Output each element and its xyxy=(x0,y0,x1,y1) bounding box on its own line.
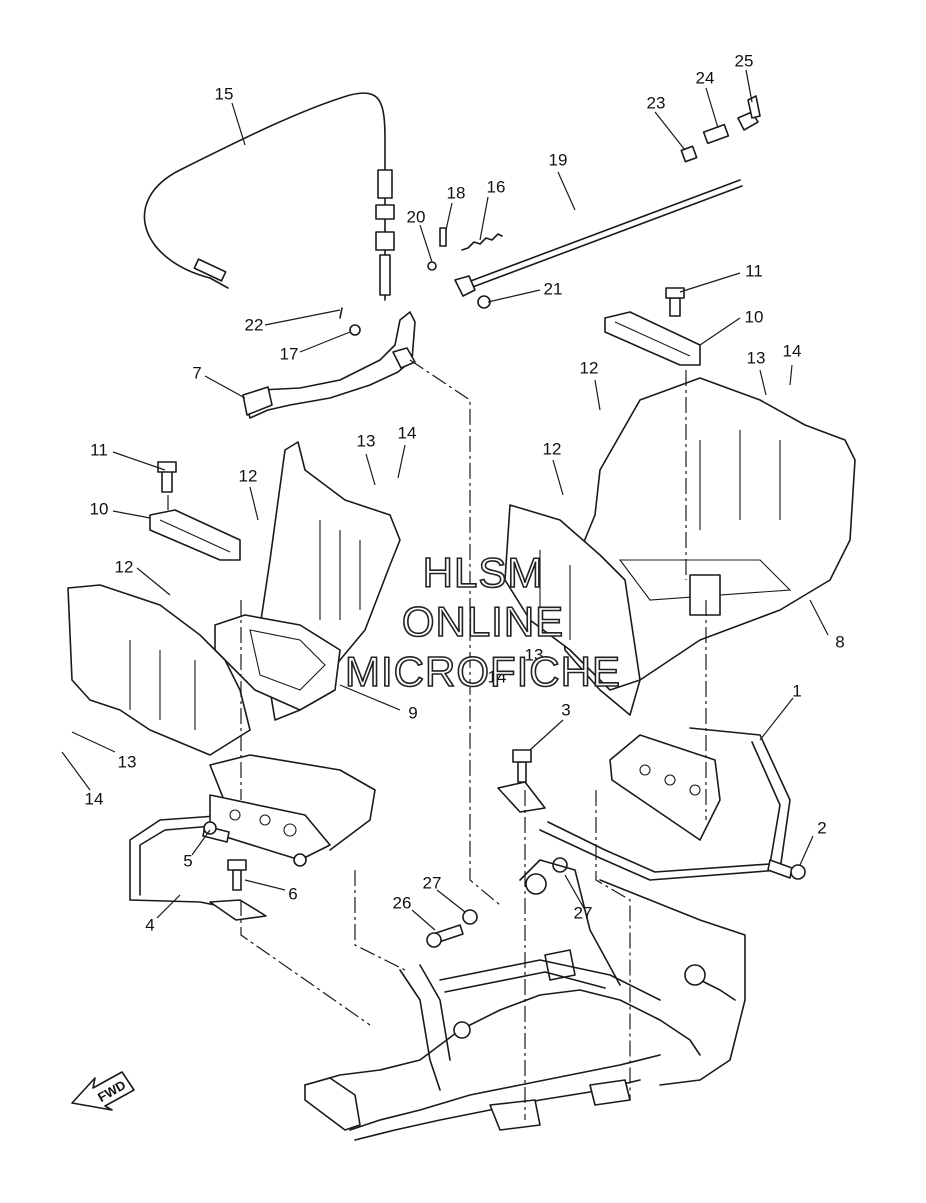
brake-rod[interactable] xyxy=(459,95,761,292)
callout-21: 21 xyxy=(544,279,563,298)
watermark-line-2: ONLINE xyxy=(402,598,564,645)
callout-11-left: 11 xyxy=(90,440,108,459)
callout-22: 22 xyxy=(245,315,264,334)
callout-14-left-bottom: 14 xyxy=(85,789,104,808)
callout-12-right-top: 12 xyxy=(580,358,599,377)
callout-4: 4 xyxy=(145,915,154,934)
callout-8: 8 xyxy=(835,632,844,651)
brake-cable[interactable] xyxy=(143,92,395,301)
callout-15: 15 xyxy=(215,84,234,103)
callout-10-right: 10 xyxy=(745,307,764,326)
callout-14-right-top: 14 xyxy=(783,341,802,360)
callout-23: 23 xyxy=(647,93,666,112)
callout-1: 1 xyxy=(792,681,801,700)
callout-25: 25 xyxy=(735,51,754,70)
left-footrest-guard[interactable] xyxy=(214,441,401,721)
callout-14-center: 14 xyxy=(488,667,507,686)
left-footpeg[interactable] xyxy=(149,461,241,561)
callout-10-left: 10 xyxy=(90,499,109,518)
callout-16: 16 xyxy=(487,177,506,196)
callout-12-left-top: 12 xyxy=(239,466,258,485)
callout-12-right-mid: 12 xyxy=(543,439,562,458)
frame[interactable] xyxy=(304,859,746,1141)
brake-pedal[interactable] xyxy=(242,311,416,419)
callout-3: 3 xyxy=(561,700,570,719)
assembly-lines xyxy=(167,359,707,1120)
callout-19: 19 xyxy=(549,150,568,169)
watermark-line-3: MICROFICHE xyxy=(345,648,621,695)
callout-13-center: 13 xyxy=(525,645,544,664)
callout-27-right: 27 xyxy=(574,903,593,922)
spring-and-pins[interactable] xyxy=(339,227,503,336)
left-side-panel[interactable] xyxy=(67,584,251,756)
callout-11-right: 11 xyxy=(745,261,763,280)
callout-13-right-top: 13 xyxy=(747,348,766,367)
callout-6: 6 xyxy=(288,884,297,903)
callout-7: 7 xyxy=(192,363,201,382)
leader-lines xyxy=(61,69,829,931)
callout-20: 20 xyxy=(407,207,426,226)
callout-9: 9 xyxy=(408,703,417,722)
right-footrest-guard[interactable] xyxy=(504,377,856,716)
callout-labels: 15 16 18 20 19 23 24 25 21 22 17 7 11 10… xyxy=(85,51,845,934)
left-bracket[interactable] xyxy=(129,754,376,921)
bolts[interactable] xyxy=(202,749,806,948)
callout-13-left-top: 13 xyxy=(357,431,376,450)
callout-5: 5 xyxy=(183,851,192,870)
callout-14-left-top: 14 xyxy=(398,423,417,442)
fwd-arrow-icon: FWD xyxy=(71,1071,135,1111)
callout-17: 17 xyxy=(280,344,299,363)
callout-24: 24 xyxy=(696,68,715,87)
callout-13-left-bottom: 13 xyxy=(118,752,137,771)
right-bracket[interactable] xyxy=(497,727,791,881)
callout-26: 26 xyxy=(393,893,412,912)
callout-12-left-bottom: 12 xyxy=(115,557,134,576)
callout-18: 18 xyxy=(447,183,466,202)
watermark: HLSM ONLINE MICROFICHE xyxy=(344,548,621,696)
right-footpeg[interactable] xyxy=(604,287,701,366)
callout-27-left: 27 xyxy=(423,873,442,892)
watermark-line-1: HLSM xyxy=(423,549,544,596)
callout-2: 2 xyxy=(817,818,826,837)
